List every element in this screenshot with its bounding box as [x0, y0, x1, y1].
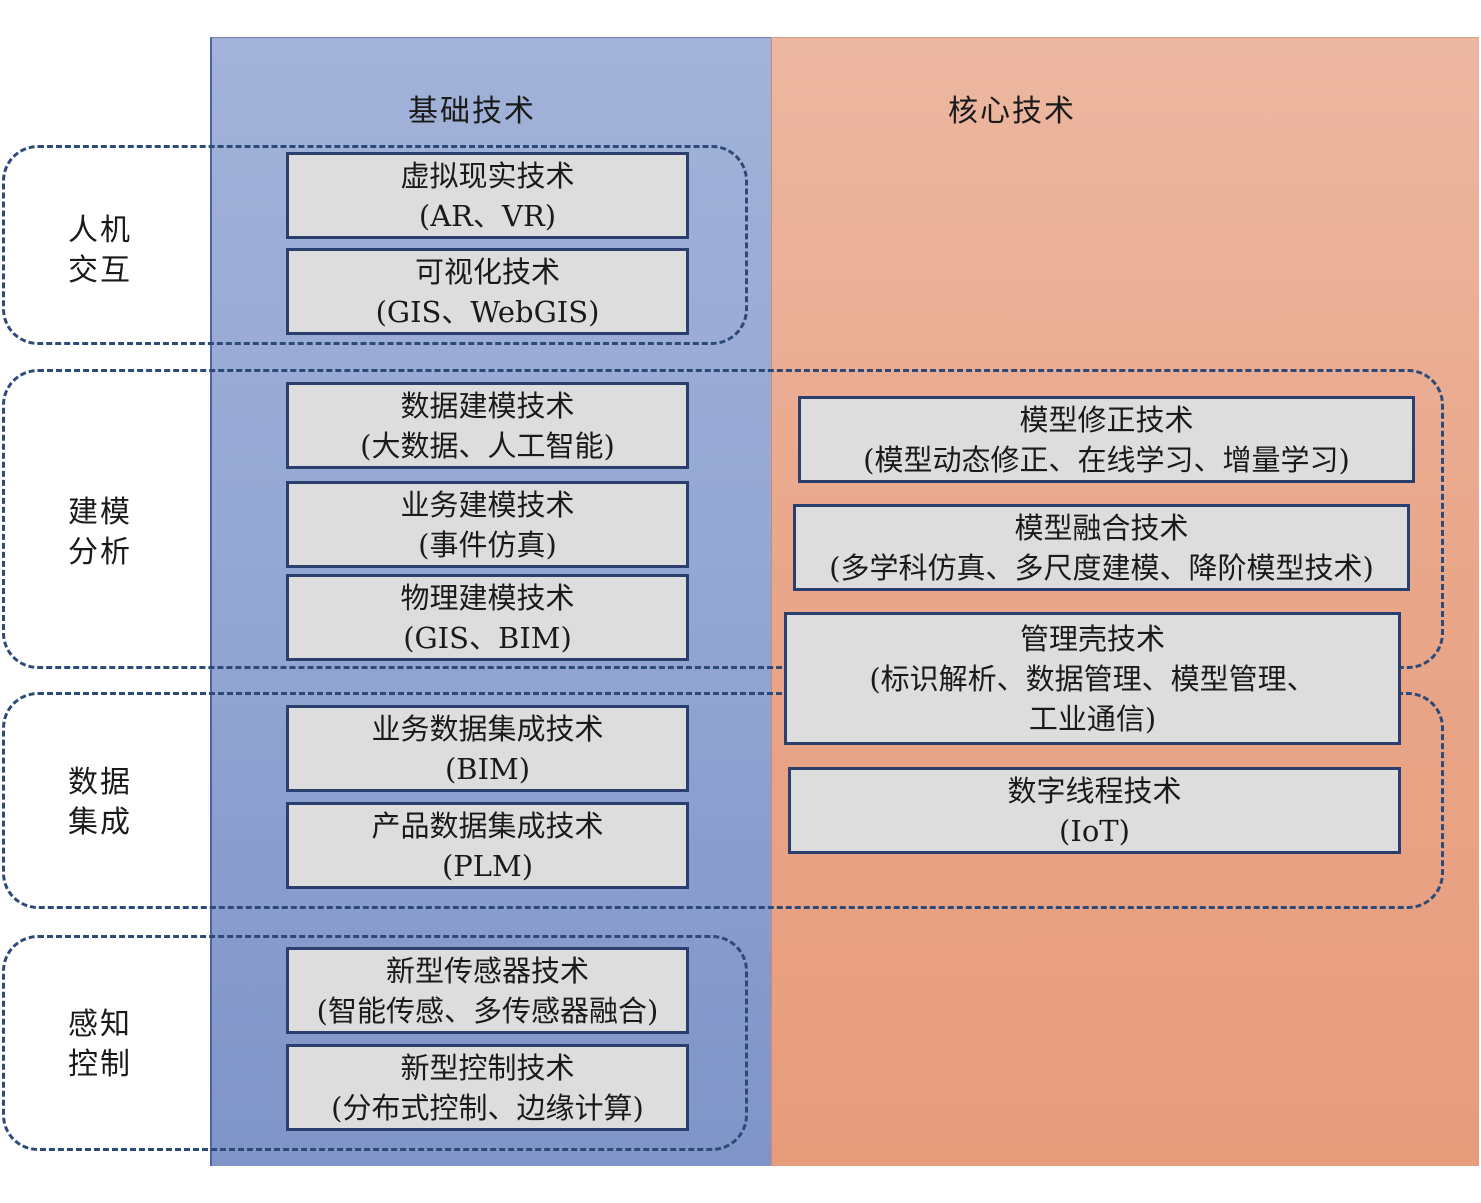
group-sensing-label: 感知控制	[68, 1007, 132, 1082]
box-business-modeling-tech: 业务建模技术 (事件仿真)	[286, 481, 689, 568]
box-subtitle: (GIS、BIM)	[403, 620, 572, 655]
box-title: 数据建模技术	[400, 388, 575, 423]
box-digital-thread-tech: 数字线程技术 (IoT)	[788, 767, 1401, 854]
box-title: 数字线程技术	[1007, 773, 1182, 808]
box-subtitle: (标识解析、数据管理、模型管理、	[869, 661, 1316, 696]
box-title: 模型修正技术	[1019, 402, 1194, 437]
box-control-tech: 新型控制技术 (分布式控制、边缘计算)	[286, 1044, 689, 1131]
group-integration-outline	[2, 692, 1444, 909]
box-admin-shell-tech: 管理壳技术 (标识解析、数据管理、模型管理、 工业通信)	[784, 612, 1401, 745]
box-business-data-integration-tech: 业务数据集成技术 (BIM)	[286, 705, 689, 792]
core-tech-column	[771, 37, 1479, 1166]
box-title: 可视化技术	[414, 254, 560, 289]
box-physical-modeling-tech: 物理建模技术 (GIS、BIM)	[286, 574, 689, 661]
box-model-correction-tech: 模型修正技术 (模型动态修正、在线学习、增量学习)	[798, 396, 1415, 483]
box-data-modeling-tech: 数据建模技术 (大数据、人工智能)	[286, 382, 689, 469]
box-subtitle: (GIS、WebGIS)	[375, 294, 600, 329]
box-title: 虚拟现实技术	[400, 158, 575, 193]
group-integration-label: 数据集成	[68, 765, 132, 840]
group-sensing-outline	[2, 935, 748, 1151]
group-hci-outline	[2, 145, 748, 345]
box-title: 新型传感器技术	[385, 953, 589, 988]
box-subtitle: (IoT)	[1059, 813, 1130, 848]
basic-tech-title: 基础技术	[408, 94, 536, 129]
box-title: 新型控制技术	[400, 1050, 575, 1085]
box-subtitle: (PLM)	[441, 848, 534, 883]
core-tech-title: 核心技术	[948, 94, 1076, 129]
box-model-fusion-tech: 模型融合技术 (多学科仿真、多尺度建模、降阶模型技术)	[793, 504, 1410, 591]
box-subtitle: (模型动态修正、在线学习、增量学习)	[863, 442, 1350, 477]
box-subtitle: (事件仿真)	[418, 527, 557, 562]
box-subtitle: (BIM)	[444, 751, 531, 786]
group-modeling-label: 建模分析	[68, 495, 132, 570]
box-subtitle: (分布式控制、边缘计算)	[331, 1090, 644, 1125]
group-hci-label: 人机交互	[68, 213, 132, 288]
box-subtitle-line2: 工业通信)	[1028, 701, 1157, 736]
box-title: 业务建模技术	[400, 487, 575, 522]
box-product-data-integration-tech: 产品数据集成技术 (PLM)	[286, 802, 689, 889]
box-subtitle: (大数据、人工智能)	[360, 428, 615, 463]
box-sensor-tech: 新型传感器技术 (智能传感、多传感器融合)	[286, 947, 689, 1034]
box-subtitle: (智能传感、多传感器融合)	[316, 993, 659, 1028]
group-modeling-outline	[2, 369, 1444, 669]
box-visualization-tech: 可视化技术 (GIS、WebGIS)	[286, 248, 689, 335]
box-subtitle: (多学科仿真、多尺度建模、降阶模型技术)	[829, 550, 1374, 585]
box-title: 物理建模技术	[400, 580, 575, 615]
box-title: 管理壳技术	[1019, 621, 1165, 656]
box-vr-tech: 虚拟现实技术 (AR、VR)	[286, 152, 689, 239]
box-title: 模型融合技术	[1014, 510, 1189, 545]
box-title: 产品数据集成技术	[371, 808, 604, 843]
box-subtitle: (AR、VR)	[418, 198, 557, 233]
box-title: 业务数据集成技术	[371, 711, 604, 746]
